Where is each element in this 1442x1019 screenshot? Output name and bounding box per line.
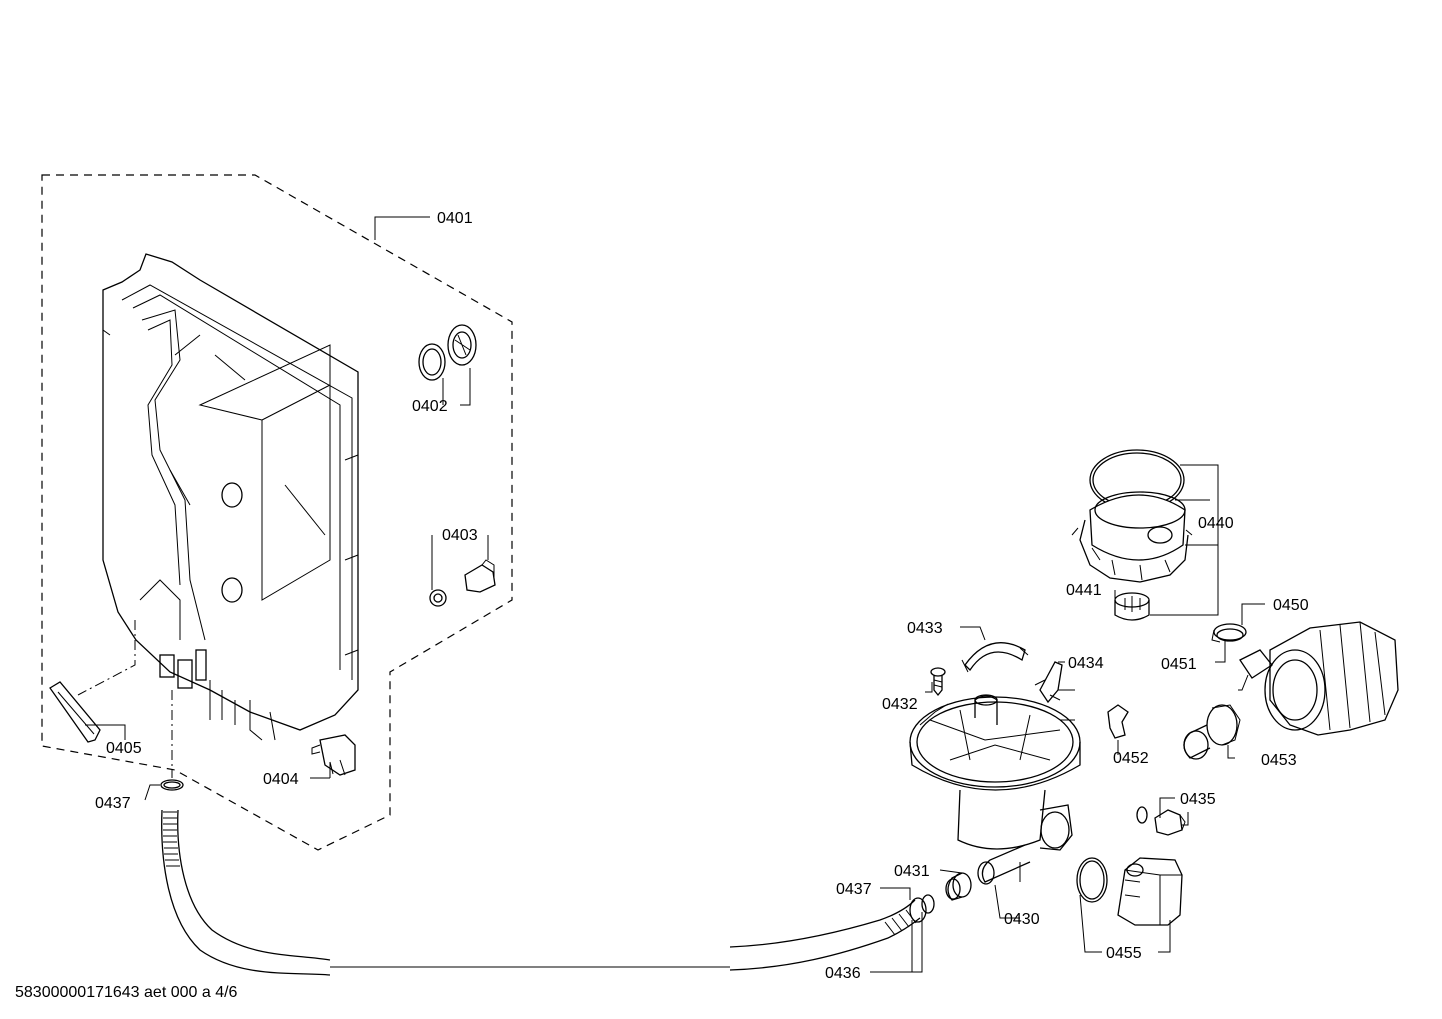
label-0431: 0431 — [894, 863, 930, 880]
label-0434: 0434 — [1068, 655, 1104, 672]
label-0402: 0402 — [412, 398, 448, 415]
gasket-ring — [1076, 857, 1108, 903]
check-valve — [1136, 806, 1186, 836]
sensor — [311, 734, 356, 776]
label-0441: 0441 — [1066, 582, 1102, 599]
latch — [1107, 704, 1129, 739]
label-0437-right: 0437 — [836, 881, 872, 898]
label-0455: 0455 — [1106, 945, 1142, 962]
label-0436: 0436 — [825, 965, 861, 982]
label-0452: 0452 — [1113, 750, 1149, 767]
nozzle-connector — [1183, 704, 1241, 760]
o-ring-left — [160, 779, 184, 791]
hose-clamp — [1211, 623, 1247, 643]
label-0430: 0430 — [1004, 911, 1040, 928]
sump-top-assembly — [1071, 449, 1193, 583]
drain-hose — [161, 809, 935, 976]
leader-lines — [85, 216, 1265, 973]
side-panel-assembly — [102, 253, 359, 741]
screw — [930, 667, 946, 697]
sump-body — [909, 694, 1081, 885]
label-0405: 0405 — [106, 740, 142, 757]
alignment-line — [77, 620, 136, 696]
valve — [429, 559, 496, 607]
label-0437-left: 0437 — [95, 795, 131, 812]
heat-pump — [1238, 621, 1399, 736]
impeller — [1114, 592, 1150, 621]
label-0453: 0453 — [1261, 752, 1297, 769]
label-0433: 0433 — [907, 620, 943, 637]
drain-pump — [1117, 857, 1183, 926]
drawing-id: 58300000171643 aet 000 a 4/6 — [15, 984, 238, 1001]
label-0404: 0404 — [263, 771, 299, 788]
ring-and-cap — [418, 324, 477, 381]
label-0435: 0435 — [1180, 791, 1216, 808]
arc-guide — [961, 642, 1029, 673]
clip — [49, 681, 101, 743]
flap-valve — [1034, 661, 1063, 704]
assembly-boundary — [41, 174, 513, 851]
connector-sleeve — [945, 872, 972, 901]
label-0401: 0401 — [437, 210, 473, 227]
label-0451: 0451 — [1161, 656, 1197, 673]
label-0432: 0432 — [882, 696, 918, 713]
label-0403: 0403 — [442, 527, 478, 544]
label-0440: 0440 — [1198, 515, 1234, 532]
label-0450: 0450 — [1273, 597, 1309, 614]
